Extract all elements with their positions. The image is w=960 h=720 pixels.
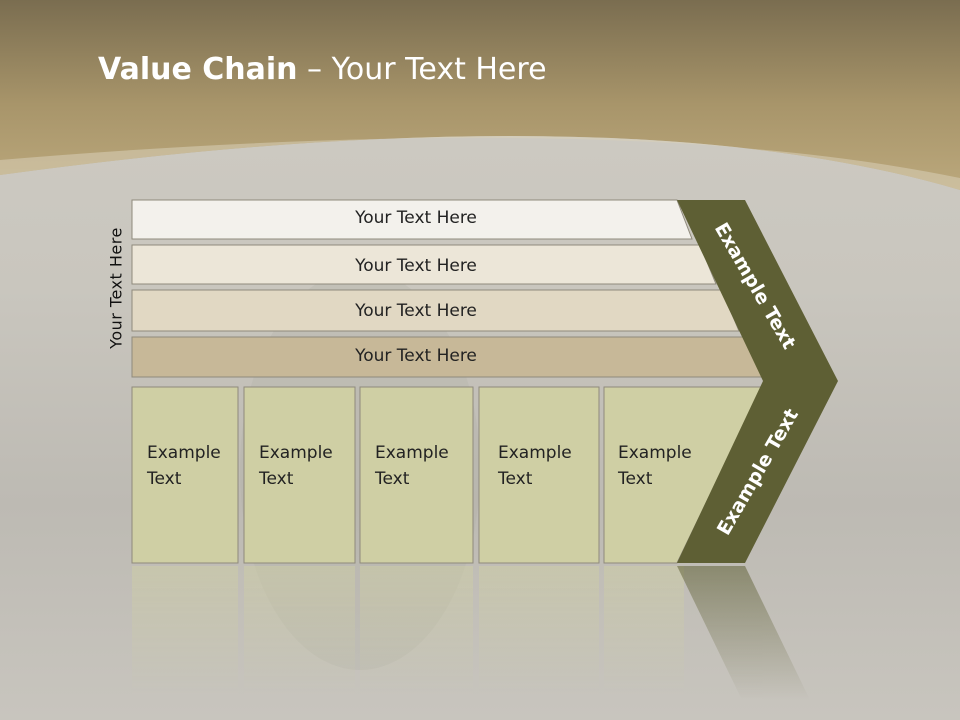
side-label: Your Text Here bbox=[106, 227, 126, 349]
slide-title: Value Chain – Your Text Here bbox=[98, 52, 547, 87]
box-3 bbox=[359, 386, 474, 564]
bar-4-label: Your Text Here bbox=[355, 346, 477, 366]
bar-3-label: Your Text Here bbox=[355, 301, 477, 321]
margin-chevron bbox=[677, 200, 838, 563]
reflection bbox=[132, 566, 810, 700]
activity-bars bbox=[131, 199, 764, 378]
bar-1-label: Your Text Here bbox=[355, 208, 477, 228]
bar-2 bbox=[131, 244, 717, 285]
box-4 bbox=[478, 386, 600, 564]
bar-3 bbox=[131, 289, 740, 332]
header-band bbox=[0, 0, 960, 190]
box-1 bbox=[131, 386, 239, 564]
bar-2-label: Your Text Here bbox=[355, 256, 477, 276]
box-2 bbox=[243, 386, 356, 564]
bar-1 bbox=[131, 199, 693, 240]
primary-activity-boxes bbox=[131, 386, 763, 564]
